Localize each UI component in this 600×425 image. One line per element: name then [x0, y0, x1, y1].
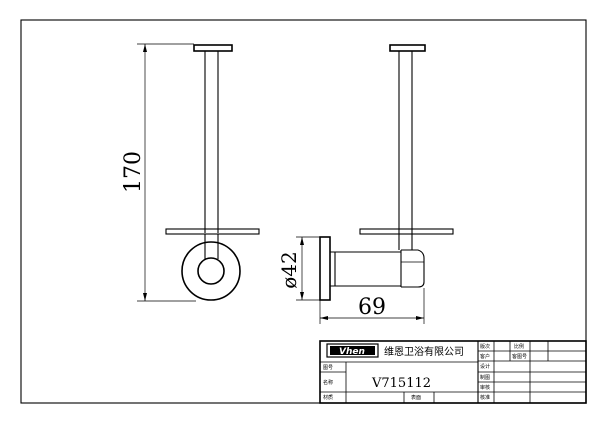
version-label: 版次 [480, 343, 490, 350]
depth-dimension-label: 69 [358, 295, 386, 320]
draw-label: 制图 [480, 374, 490, 381]
front-base-inner [197, 257, 225, 285]
approve-label: 核准 [480, 394, 490, 401]
sheet-border [20, 19, 587, 404]
diameter-dimension: ø42 [277, 236, 320, 301]
scale-label: 比例 [514, 343, 524, 350]
front-base-outer [181, 241, 241, 301]
company-name: 维恩卫浴有限公司 [384, 345, 464, 358]
side-wall-flange [319, 236, 331, 301]
name-label: 名称 [323, 379, 333, 386]
front-view [165, 44, 260, 301]
side-view [319, 44, 454, 301]
title-block: Vhen 维恩卫浴有限公司 图号 名称 材质 表面 V715112 版次 比例 … [319, 340, 587, 404]
side-top-cap [389, 44, 426, 52]
design-label: 设计 [480, 363, 490, 370]
front-guard-plate [165, 228, 260, 235]
drawing-no-label: 图号 [323, 365, 333, 371]
customer-label: 客户 [480, 353, 490, 360]
model-number: V715112 [371, 376, 431, 391]
brand-logo: Vhen [339, 347, 365, 357]
diameter-dimension-label: ø42 [277, 251, 301, 289]
side-guard-plate [359, 228, 454, 235]
height-dimension-label: 170 [121, 151, 146, 193]
customer-drawing-no-label: 客图号 [512, 353, 527, 360]
surface-label: 表面 [411, 394, 421, 401]
material-label: 材质 [323, 394, 333, 401]
height-dimension: 170 [121, 43, 196, 302]
depth-dimension: 69 [319, 288, 425, 324]
review-label: 审核 [480, 384, 490, 391]
front-top-cap [193, 44, 233, 52]
